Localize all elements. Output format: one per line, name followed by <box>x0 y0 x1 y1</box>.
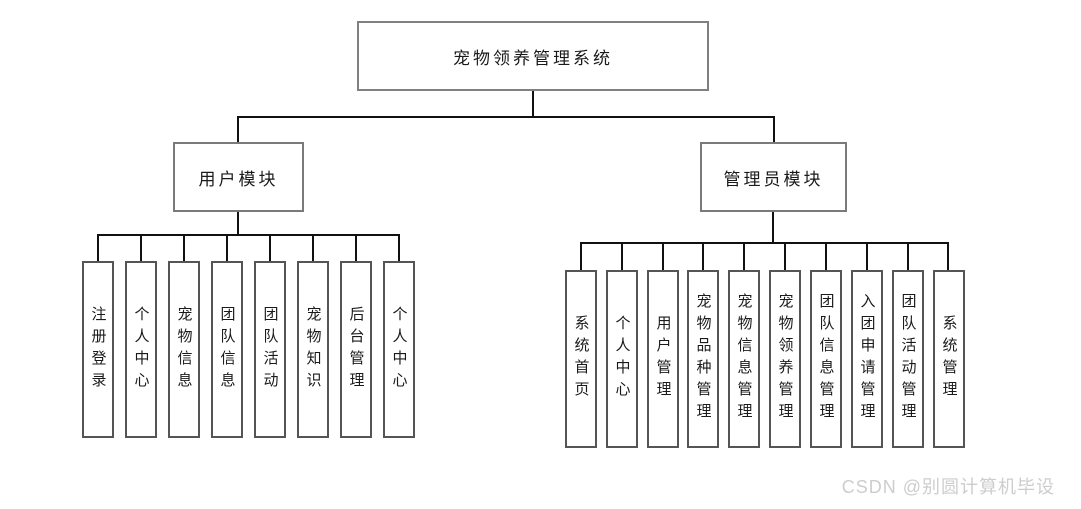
connector-drop-user <box>237 116 239 142</box>
connector-user-stub <box>312 234 314 261</box>
admin-leaf-node: 团队信息管理 <box>810 270 842 448</box>
user-module-node: 用户模块 <box>173 142 304 212</box>
admin-leaf-node: 用户管理 <box>647 270 679 448</box>
connector-admin-stub <box>621 242 623 270</box>
admin-leaf-node: 入团申请管理 <box>851 270 883 448</box>
root-node: 宠物领养管理系统 <box>357 21 709 91</box>
user-leaf-node: 后台管理 <box>340 261 372 438</box>
admin-leaf-label: 入团申请管理 <box>858 293 876 425</box>
connector-admin-stub <box>580 242 582 270</box>
connector-admin-stub <box>743 242 745 270</box>
connector-top-rail <box>237 116 775 118</box>
connector-admin-stub <box>825 242 827 270</box>
user-leaf-label: 个人中心 <box>132 305 150 394</box>
connector-user-stub <box>140 234 142 261</box>
connector-user-stub <box>97 234 99 261</box>
connector-user-stub <box>269 234 271 261</box>
admin-leaf-node: 宠物品种管理 <box>687 270 719 448</box>
admin-leaf-label: 系统管理 <box>940 315 958 403</box>
admin-leaf-label: 系统首页 <box>572 315 590 403</box>
connector-admin-stem <box>772 212 774 243</box>
user-leaf-label: 个人中心 <box>390 305 408 394</box>
connector-user-stub <box>398 234 400 261</box>
user-leaf-label: 团队信息 <box>218 305 236 394</box>
user-leaf-label: 宠物信息 <box>175 305 193 394</box>
admin-leaf-node: 宠物信息管理 <box>728 270 760 448</box>
root-node-label: 宠物领养管理系统 <box>453 48 613 68</box>
user-leaf-label: 注册登录 <box>89 305 107 394</box>
admin-leaf-node: 系统管理 <box>933 270 965 448</box>
connector-user-stub <box>355 234 357 261</box>
connector-admin-stub <box>866 242 868 270</box>
user-leaf-label: 团队活动 <box>261 305 279 394</box>
connector-admin-stub <box>702 242 704 270</box>
admin-leaf-label: 团队活动管理 <box>899 293 917 425</box>
admin-leaf-label: 团队信息管理 <box>817 293 835 425</box>
user-leaf-node: 团队活动 <box>254 261 286 438</box>
admin-leaf-node: 团队活动管理 <box>892 270 924 448</box>
user-leaf-node: 个人中心 <box>125 261 157 438</box>
admin-module-label: 管理员模块 <box>723 169 824 189</box>
csdn-watermark: CSDN @别圆计算机毕设 <box>841 477 1055 497</box>
connector-user-stem <box>237 212 239 235</box>
connector-admin-stub <box>947 242 949 270</box>
user-leaf-label: 后台管理 <box>347 305 365 394</box>
admin-leaf-label: 个人中心 <box>613 315 631 403</box>
admin-leaf-node: 系统首页 <box>565 270 597 448</box>
user-leaf-label: 宠物知识 <box>304 305 322 394</box>
user-leaf-node: 团队信息 <box>211 261 243 438</box>
connector-user-stub <box>183 234 185 261</box>
user-leaf-node: 个人中心 <box>383 261 415 438</box>
connector-admin-stub <box>907 242 909 270</box>
user-leaf-node: 宠物信息 <box>168 261 200 438</box>
admin-leaf-node: 宠物领养管理 <box>769 270 801 448</box>
admin-module-node: 管理员模块 <box>700 142 847 212</box>
admin-leaf-node: 个人中心 <box>606 270 638 448</box>
connector-admin-stub <box>662 242 664 270</box>
user-module-label: 用户模块 <box>198 169 279 189</box>
connector-user-rail <box>97 234 400 236</box>
user-leaf-node: 宠物知识 <box>297 261 329 438</box>
user-leaf-node: 注册登录 <box>82 261 114 438</box>
connector-root-stem <box>532 90 534 118</box>
admin-leaf-label: 用户管理 <box>654 315 672 403</box>
admin-leaf-label: 宠物品种管理 <box>694 293 712 425</box>
connector-drop-admin <box>773 116 775 142</box>
admin-leaf-label: 宠物领养管理 <box>776 293 794 425</box>
connector-user-stub <box>226 234 228 261</box>
connector-admin-stub <box>784 242 786 270</box>
admin-leaf-label: 宠物信息管理 <box>735 293 753 425</box>
connector-admin-rail <box>580 242 949 244</box>
